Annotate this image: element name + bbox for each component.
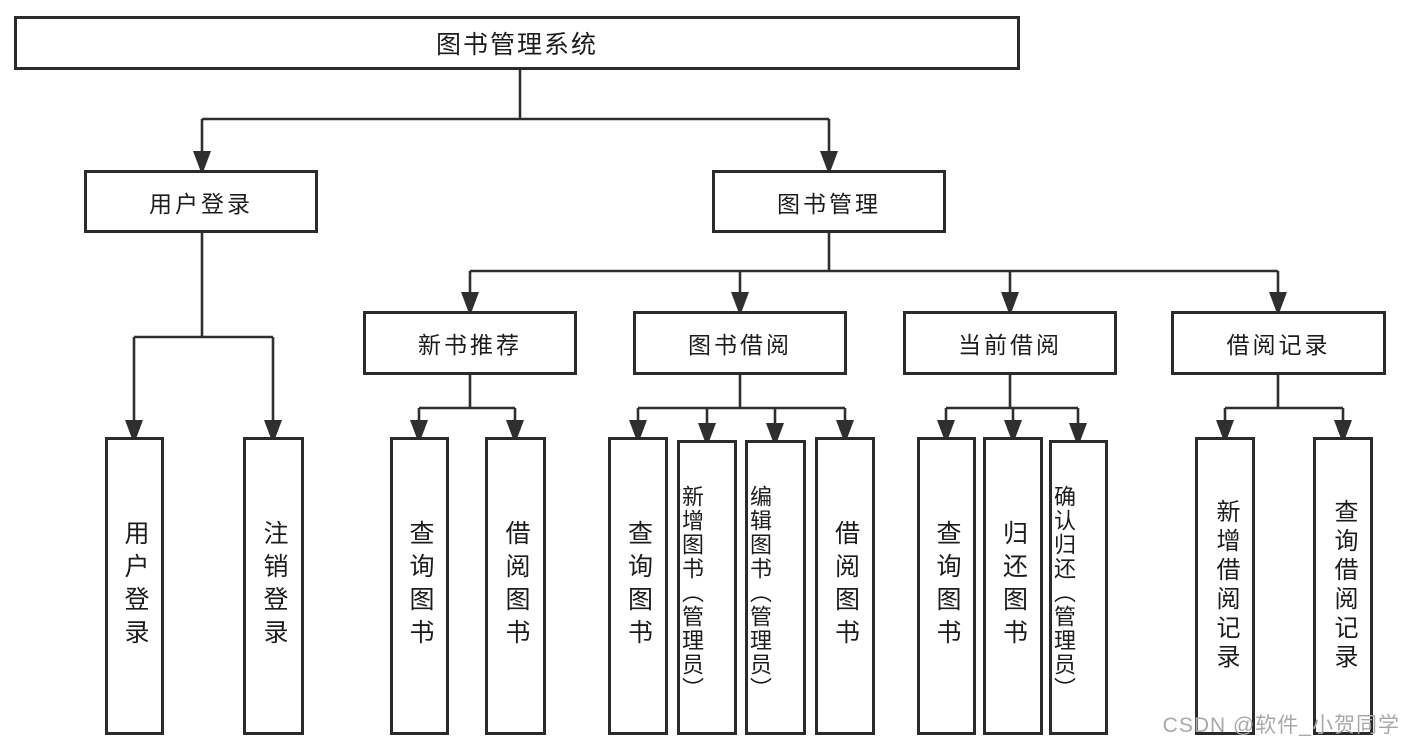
leaf-query-books-borrowing: 查询图书 [608, 437, 668, 735]
node-book-borrowing: 图书借阅 [633, 311, 847, 375]
node-new-book-recommend: 新书推荐 [363, 311, 577, 375]
leaf-query-books-current: 查询图书 [917, 437, 976, 735]
leaf-edit-books-admin: 编辑图书（管理员） [745, 440, 806, 735]
node-label: 借阅记录 [1226, 332, 1331, 358]
node-label: 归还图书 [999, 520, 1028, 652]
node-label: 图书借阅 [688, 332, 792, 358]
node-label: 确认归还（管理员） [1051, 484, 1076, 701]
node-borrowing-records: 借阅记录 [1171, 311, 1386, 375]
node-label: 图书管理系统 [435, 31, 598, 59]
node-label: 查询图书 [406, 520, 434, 652]
node-current-borrowing: 当前借阅 [903, 311, 1117, 375]
node-user-login: 用户登录 [84, 170, 318, 233]
node-label: 查询图书 [933, 520, 961, 652]
leaf-add-books-admin: 新增图书（管理员） [677, 440, 737, 735]
csdn-watermark: CSDN @软件_小贺同学 [1162, 714, 1400, 737]
leaf-add-borrow-record: 新增借阅记录 [1195, 437, 1255, 735]
node-label: 新增借阅记录 [1212, 499, 1239, 673]
node-label: 用户登录 [121, 520, 149, 652]
node-book-management: 图书管理 [712, 170, 946, 233]
leaf-borrow-books-recommend: 借阅图书 [485, 437, 546, 735]
node-library-management-system: 图书管理系统 [14, 16, 1020, 70]
node-label: 注销登录 [260, 520, 288, 652]
node-label: 当前借阅 [958, 332, 1062, 358]
node-label: 图书管理 [777, 190, 881, 217]
leaf-query-borrow-record: 查询借阅记录 [1313, 437, 1373, 735]
leaf-borrow-books-borrowing: 借阅图书 [815, 437, 875, 735]
leaf-user-login: 用户登录 [105, 437, 164, 735]
leaf-return-books: 归还图书 [983, 437, 1043, 735]
leaf-confirm-return-admin: 确认归还（管理员） [1049, 440, 1108, 735]
node-label: 查询借阅记录 [1330, 499, 1357, 673]
leaf-query-books-recommend: 查询图书 [390, 437, 449, 735]
node-label: 编辑图书（管理员） [747, 484, 772, 701]
node-label: 借阅图书 [831, 520, 860, 652]
node-label: 新增图书（管理员） [679, 484, 704, 701]
leaf-logout: 注销登录 [243, 437, 304, 735]
node-label: 用户登录 [149, 190, 253, 217]
node-label: 查询图书 [624, 520, 653, 652]
node-label: 新书推荐 [418, 332, 522, 358]
node-label: 借阅图书 [502, 520, 530, 652]
